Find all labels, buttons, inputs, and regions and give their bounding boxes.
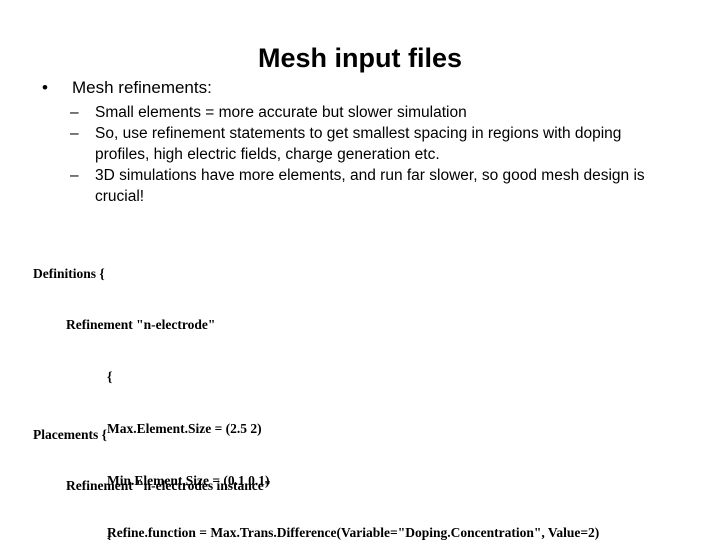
code-line: Max.Element.Size = (2.5 2) [107,421,262,437]
code-block-placements: Placements { Refinement "n-electrodes in… [0,391,720,540]
bullet-dot-icon: • [42,78,48,97]
code-line: Definitions { [33,265,105,281]
code-line: Refinement "n-electrodes instance" [66,478,272,494]
list-item: • Mesh refinements: [0,76,720,100]
list-item-label: So, use refinement statements to get sma… [95,125,622,163]
list-item: – So, use refinement statements to get s… [0,123,720,165]
bullet-dash-icon: – [70,125,79,142]
bullet-content: • Mesh refinements: – Small elements = m… [0,76,720,207]
code-line: Placements { [33,426,107,442]
page-title: Mesh input files [257,43,463,74]
code-line: Refinement "n-electrode" [66,317,216,333]
list-item-label: Small elements = more accurate but slowe… [95,104,467,121]
code-line: { [107,530,113,540]
list-item-label: Mesh refinements: [72,78,212,97]
list-item-label: 3D simulations have more elements, and r… [95,167,645,205]
list-item: – Small elements = more accurate but slo… [0,102,720,123]
code-line: Refine.function = Max.Trans.Difference(V… [107,525,600,540]
list-item: – 3D simulations have more elements, and… [0,165,720,207]
bullet-dash-icon: – [70,104,79,121]
sub-list: – Small elements = more accurate but slo… [0,102,720,207]
code-line: { [107,369,113,385]
bullet-dash-icon: – [70,167,79,184]
code-line: Min.Element.Size = (0.1 0.1) [107,473,270,489]
code-block-definitions: Definitions { Refinement "n-electrode" {… [0,230,720,540]
